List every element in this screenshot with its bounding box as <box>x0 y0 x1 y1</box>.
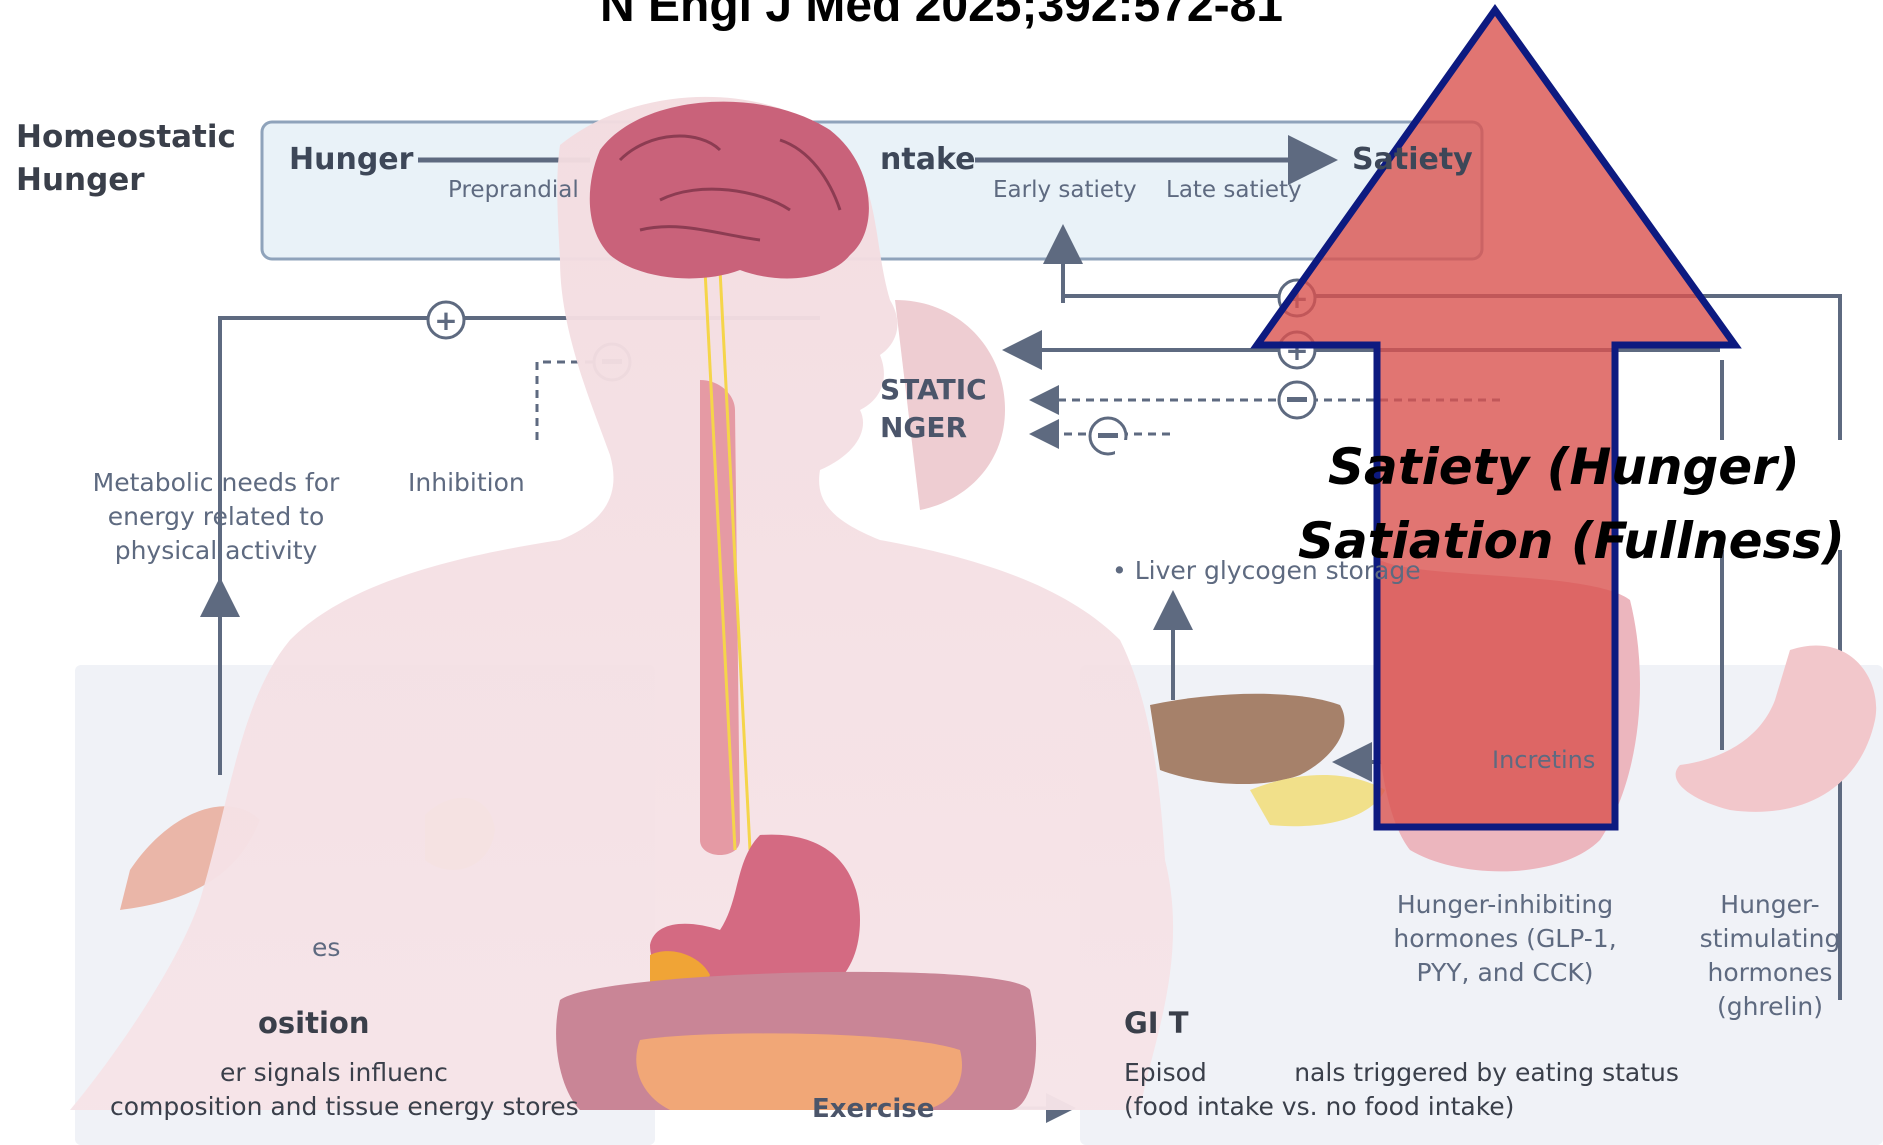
inhibition-text: Inhibition <box>408 466 525 500</box>
incretins-label: Incretins <box>1492 746 1595 774</box>
flow-preprandial-label: Preprandial <box>448 177 579 203</box>
center-label-line2: NGER <box>880 411 967 444</box>
overlay-satiation-text: Satiation (Fullness) <box>1298 512 1845 570</box>
left-panel-title: osition <box>258 1006 370 1040</box>
left-panel-partial: es <box>312 933 340 962</box>
side-label: Homeostatic Hunger <box>16 116 226 202</box>
flow-satiety-label: Satiety <box>1352 142 1473 177</box>
left-panel-text-1: er signals influenc <box>220 1058 448 1087</box>
esophagus-icon <box>700 380 740 855</box>
flow-early-satiety-label: Early satiety <box>993 177 1137 203</box>
right-panel-text-2: (food intake vs. no food intake) <box>1124 1092 1514 1121</box>
flow-hunger-label: Hunger <box>289 142 413 177</box>
center-label-line1: STATIC <box>880 373 987 406</box>
right-panel-text-1: Episod nals triggered by eating status <box>1124 1058 1679 1087</box>
right-panel-title: GI T <box>1124 1006 1188 1040</box>
citation: N Engl J Med 2025;392:572-81 <box>0 0 1883 33</box>
plus-icon: + <box>428 302 464 338</box>
hunger-inhibiting-hormones: Hunger-inhibiting hormones (GLP-1, PYY, … <box>1380 888 1630 990</box>
overlay-satiety-text: Satiety (Hunger) <box>1328 438 1800 496</box>
flow-late-satiety-label: Late satiety <box>1166 177 1302 203</box>
metabolic-needs-text: Metabolic needs for energy related to ph… <box>86 466 346 568</box>
minus-icon <box>1279 382 1315 418</box>
left-panel-text-2: composition and tissue energy stores <box>110 1092 579 1121</box>
flow-intake-label: ntake <box>880 142 975 177</box>
svg-text:+: + <box>434 304 457 337</box>
exercise-label: Exercise <box>812 1094 934 1124</box>
hunger-stimulating-hormones: Hunger-stimulating hormones (ghrelin) <box>1690 888 1850 1024</box>
